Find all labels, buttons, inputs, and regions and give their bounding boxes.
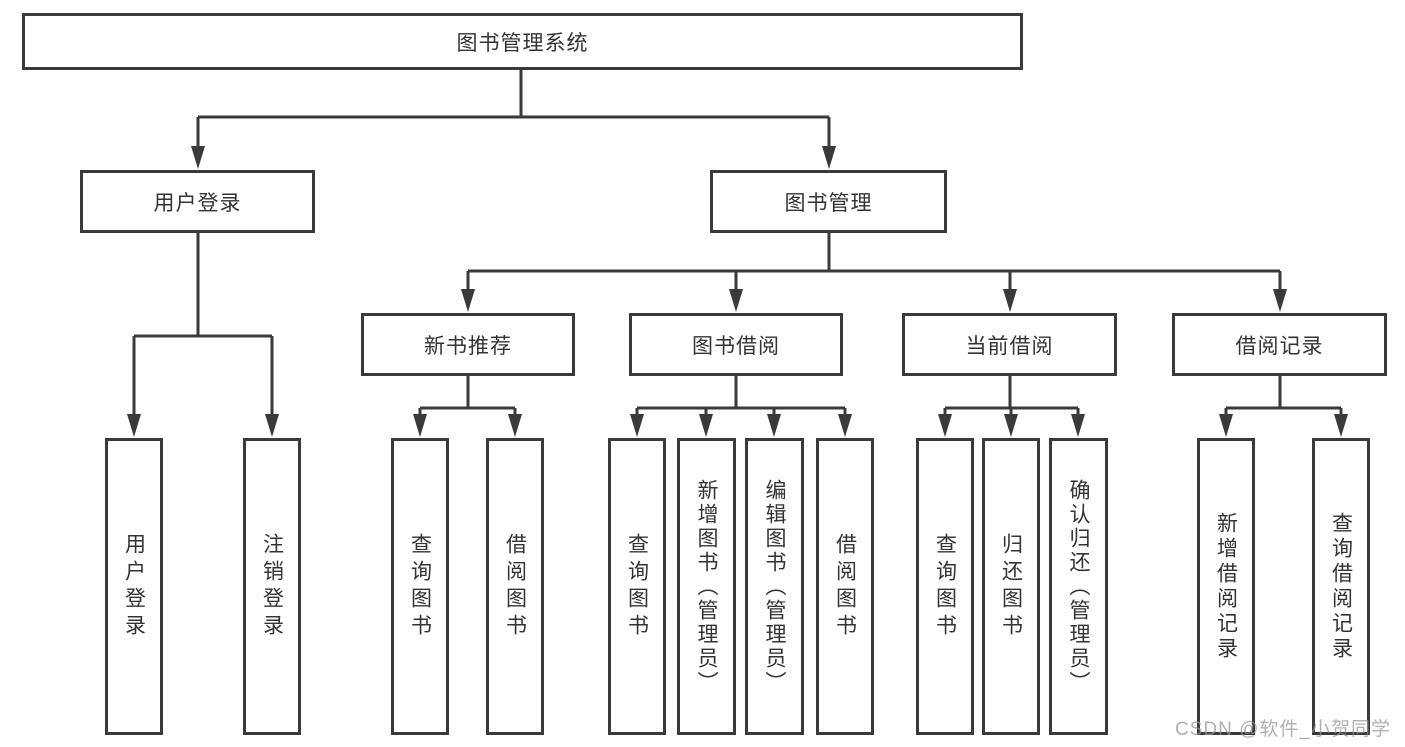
leaf-logout: 注销登录 xyxy=(243,438,301,735)
leaf-query-book-borrowing-label: 查询图书 xyxy=(625,532,649,641)
arrowheads xyxy=(127,146,1348,437)
leaf-add-book-admin-label: 新增图书（管理员） xyxy=(695,478,718,695)
leaf-query-borrow-record-label: 查询借阅记录 xyxy=(1329,511,1353,662)
leaf-query-book-current-label: 查询图书 xyxy=(933,532,957,641)
leaf-query-borrow-record: 查询借阅记录 xyxy=(1312,438,1370,735)
leaf-borrow-book-recommend: 借阅图书 xyxy=(486,438,544,735)
leaf-query-book-borrowing: 查询图书 xyxy=(608,438,666,735)
node-borrowing-records-label: 借阅记录 xyxy=(1235,334,1324,358)
node-new-book-recommend: 新书推荐 xyxy=(361,313,575,376)
node-current-borrowing: 当前借阅 xyxy=(902,313,1117,376)
leaf-return-book: 归还图书 xyxy=(982,438,1040,735)
node-borrowing-records: 借阅记录 xyxy=(1172,313,1387,376)
leaf-return-book-label: 归还图书 xyxy=(999,532,1023,641)
node-root: 图书管理系统 xyxy=(22,13,1023,70)
node-root-label: 图书管理系统 xyxy=(456,31,589,55)
node-current-borrowing-label: 当前借阅 xyxy=(965,334,1054,358)
node-new-book-recommend-label: 新书推荐 xyxy=(424,334,512,358)
leaf-query-book-current: 查询图书 xyxy=(916,438,974,735)
node-user-login-label: 用户登录 xyxy=(153,191,242,215)
leaf-query-book-recommend-label: 查询图书 xyxy=(408,532,432,641)
leaf-edit-book-admin: 编辑图书（管理员） xyxy=(745,438,804,735)
leaf-add-borrow-record-label: 新增借阅记录 xyxy=(1214,511,1238,662)
node-book-borrowing-label: 图书借阅 xyxy=(692,334,780,358)
watermark-text: CSDN @软件_小贺同学 xyxy=(1175,719,1391,740)
leaf-confirm-return-admin: 确认归还（管理员） xyxy=(1049,438,1108,735)
leaf-borrow-book-recommend-label: 借阅图书 xyxy=(503,532,527,641)
leaf-add-borrow-record: 新增借阅记录 xyxy=(1197,438,1255,735)
node-book-borrowing: 图书借阅 xyxy=(629,313,843,376)
leaf-borrow-book-borrowing: 借阅图书 xyxy=(816,438,874,735)
leaf-edit-book-admin-label: 编辑图书（管理员） xyxy=(763,478,786,695)
leaf-query-book-recommend: 查询图书 xyxy=(391,438,449,735)
leaf-user-login: 用户登录 xyxy=(105,438,163,735)
leaf-user-login-label: 用户登录 xyxy=(122,532,146,641)
node-book-management-label: 图书管理 xyxy=(784,191,873,215)
node-book-management: 图书管理 xyxy=(710,170,947,233)
node-user-login: 用户登录 xyxy=(80,170,315,233)
leaf-logout-label: 注销登录 xyxy=(260,532,284,641)
leaf-add-book-admin: 新增图书（管理员） xyxy=(677,438,736,735)
leaf-confirm-return-admin-label: 确认归还（管理员） xyxy=(1067,478,1090,695)
leaf-borrow-book-borrowing-label: 借阅图书 xyxy=(833,532,857,641)
